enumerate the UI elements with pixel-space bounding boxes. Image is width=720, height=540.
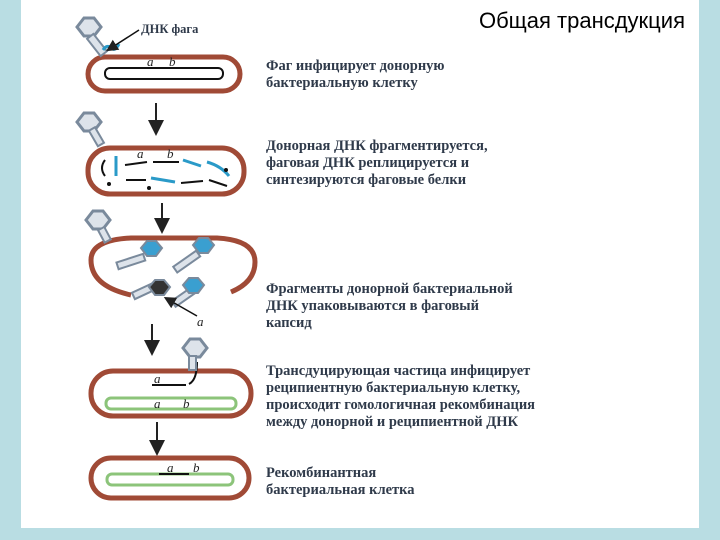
caption-line: происходит гомологичная рекомбинация — [266, 397, 536, 413]
step-3-lysing-cell — [88, 235, 258, 309]
step-3-caption: Фрагменты донорной бактериальной ДНК упа… — [266, 281, 513, 332]
step-2-caption: Донорная ДНК фрагментируется, фаговая ДН… — [266, 138, 488, 189]
caption-line: Трансдуцирующая частица инфицирует — [266, 363, 531, 379]
caption-line: синтезируются фаговые белки — [266, 172, 467, 188]
step-1-caption: Фаг инфицирует донорную бактериальную кл… — [266, 58, 445, 92]
caption-line: реципиентную бактериальную клетку, — [266, 380, 521, 396]
step-4-recipient-cell: a a b — [88, 361, 254, 419]
transduction-diagram: a b ДНК фага a — [75, 16, 258, 501]
phage-dna-label: ДНК фага — [141, 22, 199, 36]
gene-label-a: a — [167, 460, 174, 475]
caption-line: фаговая ДНК реплицируется и — [266, 155, 470, 171]
caption-line: между донорной и реципиентной ДНК — [266, 414, 519, 430]
gene-label-a: a — [154, 396, 161, 411]
phage-dna-pointer: ДНК фага — [105, 22, 199, 52]
step-1-donor-cell: a b — [85, 54, 243, 94]
gene-label-a: a — [147, 54, 154, 69]
step-2-phage — [75, 111, 106, 148]
step-1-phage — [75, 16, 121, 58]
gene-label-b: b — [183, 396, 190, 411]
step-4-caption: Трансдуцирующая частица инфицирует рецип… — [266, 363, 535, 431]
caption-line: капсид — [266, 315, 312, 331]
gene-label-a: a — [137, 146, 144, 161]
caption-line: бактериальная клетка — [266, 482, 415, 498]
phage-particle — [170, 277, 206, 309]
caption-line: Донорная ДНК фрагментируется, — [266, 138, 488, 154]
phage-particle — [171, 237, 216, 274]
caption-line: Рекомбинантная — [266, 465, 377, 481]
gene-label-a: a — [197, 314, 204, 329]
caption-line: бактериальную клетку — [266, 75, 418, 91]
step-5-recombinant-cell: a b — [88, 455, 252, 501]
caption-line: ДНК упаковываются в фаговый — [266, 298, 479, 314]
phage-particle — [115, 240, 164, 271]
slide-title: Общая трансдукция — [478, 8, 685, 33]
gene-a-pointer: a — [163, 297, 204, 329]
step-3-phage — [84, 209, 113, 244]
caption-line: Фрагменты донорной бактериальной — [266, 281, 513, 297]
step-5-caption: Рекомбинантная бактериальная клетка — [266, 465, 415, 499]
gene-label-b: b — [169, 54, 176, 69]
step-4-transducing-phage — [181, 337, 209, 371]
gene-label-b: b — [193, 460, 200, 475]
gene-label-b: b — [167, 146, 174, 161]
transducing-particle — [130, 279, 172, 301]
slide: Общая трансдукция a b ДНК фага — [21, 0, 699, 528]
gene-label-a: a — [154, 371, 161, 386]
caption-line: Фаг инфицирует донорную — [266, 58, 445, 74]
step-2-donor-cell: a b — [85, 145, 247, 197]
